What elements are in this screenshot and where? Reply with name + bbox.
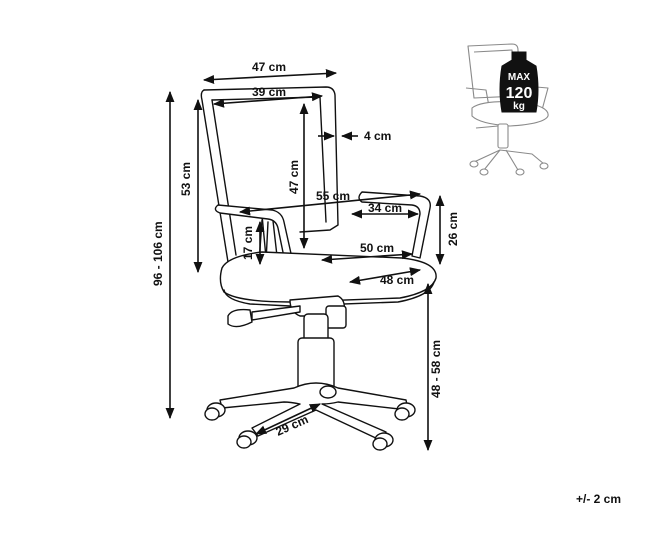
badge-max-label: MAX <box>508 72 531 83</box>
badge-unit-label: kg <box>513 101 525 112</box>
caster-back <box>319 385 337 399</box>
label-seat-width: 50 cm <box>360 241 394 255</box>
label-seat-depth: 48 cm <box>380 273 414 287</box>
label-armrest-to-seat: 17 cm <box>241 226 255 260</box>
label-seat-height: 48 - 58 cm <box>429 340 443 398</box>
capacity-thumbnail: MAX 120 kg <box>465 43 549 176</box>
label-armrest-height: 26 cm <box>446 212 460 246</box>
chair-illustration <box>200 86 437 451</box>
caster-front-left <box>236 430 258 449</box>
label-back-height: 47 cm <box>287 160 301 194</box>
label-back-inner-width: 39 cm <box>252 85 286 99</box>
label-overall-depth: 55 cm <box>316 189 350 203</box>
label-top-width: 47 cm <box>252 60 286 74</box>
caster-front-right <box>372 432 394 451</box>
label-back-seat-height: 53 cm <box>179 162 193 196</box>
label-armrest-length: 34 cm <box>368 201 402 215</box>
caster-right <box>394 402 416 421</box>
tolerance-note: +/- 2 cm <box>576 492 621 506</box>
badge-weight-value: 120 <box>506 85 533 102</box>
label-back-thickness: 4 cm <box>364 129 391 143</box>
caster-left <box>204 402 226 421</box>
label-total-height: 96 - 106 cm <box>151 221 165 286</box>
weight-badge <box>499 51 539 113</box>
dimension-lines <box>165 69 445 452</box>
